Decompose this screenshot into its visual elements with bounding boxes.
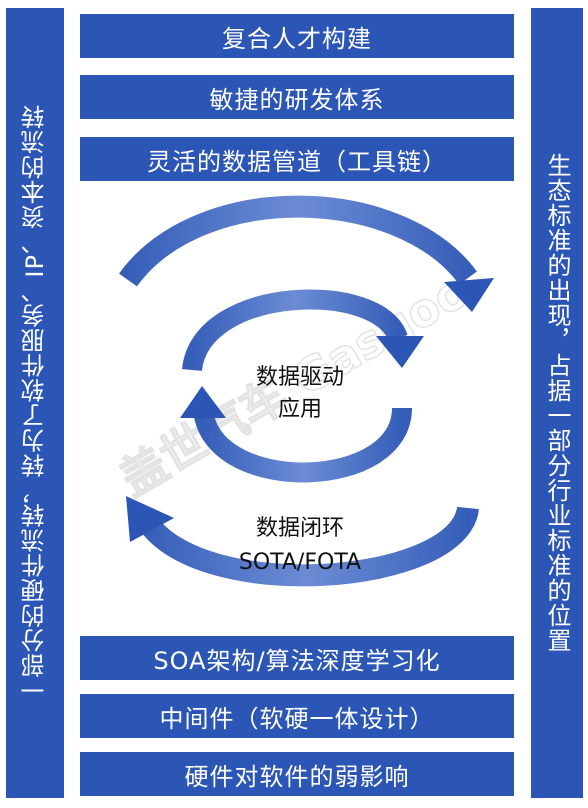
- left-side-label: 一部分的硬件流转，转为了软件服务、IP、资本的流转: [21, 103, 49, 703]
- right-side-bar: 生态标准的出现，占据一部分行业标准的位置: [531, 8, 583, 798]
- bar-hardware-influence: 硬件对软件的弱影响: [80, 752, 514, 796]
- outer-label-line-2: SOTA/FOTA: [238, 550, 362, 575]
- bar-agile-rd: 敏捷的研发体系: [80, 75, 514, 119]
- outer-arrow-top: [119, 195, 477, 287]
- inner-arrowhead-bottom: [180, 386, 226, 418]
- cycle-diagram: 盖世汽车 Gasgoo: [110, 195, 494, 587]
- inner-arrow-top: [182, 289, 408, 372]
- bar-data-pipeline: 灵活的数据管道（工具链）: [80, 137, 514, 181]
- left-side-bar: 一部分的硬件流转，转为了软件服务、IP、资本的流转: [6, 8, 64, 798]
- bar-middleware: 中间件（软硬一体设计）: [80, 694, 514, 738]
- bar-talent: 复合人才构建: [80, 14, 514, 58]
- outer-cycle-label: 数据闭环 SOTA/FOTA: [220, 512, 380, 580]
- inner-label-line-1: 数据驱动: [255, 365, 344, 390]
- outer-arrowhead-top: [444, 278, 494, 312]
- right-side-label: 生态标准的出现，占据一部分行业标准的位置: [543, 153, 571, 653]
- inner-arrow-bottom: [194, 407, 412, 483]
- inner-arrowhead-top: [376, 336, 424, 368]
- inner-cycle-label: 数据驱动 应用: [240, 362, 360, 426]
- outer-label-line-1: 数据闭环: [255, 516, 344, 541]
- bar-soa-algorithm: SOA架构/算法深度学习化: [80, 636, 514, 680]
- outer-arrow-bottom: [136, 505, 479, 587]
- inner-label-line-2: 应用: [277, 397, 322, 422]
- outer-arrowhead-bottom: [126, 496, 174, 542]
